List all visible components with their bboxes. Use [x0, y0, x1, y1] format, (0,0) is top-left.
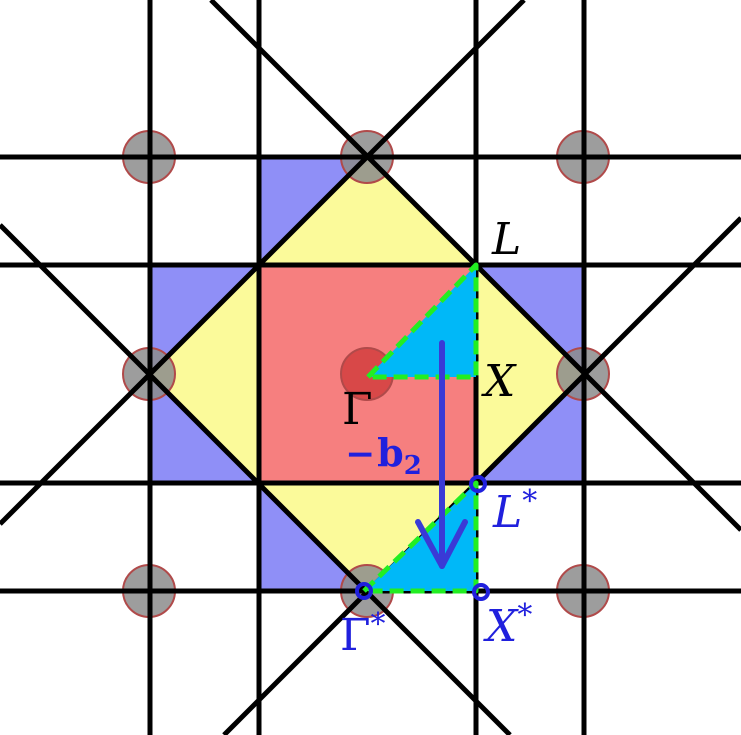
label-minus-b2: −b2	[345, 430, 422, 481]
X-star-letter: X	[483, 601, 519, 652]
translated-point-markers	[355, 475, 490, 601]
gamma-star-marker	[355, 582, 373, 600]
label-L: L	[491, 214, 521, 265]
X-star-asterisk: *	[517, 598, 532, 633]
Gamma-star-letter: Γ	[340, 610, 371, 661]
L-star-asterisk: *	[522, 484, 537, 519]
Gamma-star-asterisk: *	[371, 607, 386, 642]
label-Gamma-star: Γ*	[340, 607, 386, 661]
irreducible-wedge	[365, 262, 479, 380]
b-vector: b	[377, 430, 404, 475]
arrow-head	[415, 519, 468, 569]
l-star-marker	[469, 475, 487, 493]
translated-wedge	[361, 480, 479, 594]
translation-arrow-icon	[415, 340, 468, 569]
subscript-2: 2	[404, 451, 422, 481]
label-Gamma: Γ	[342, 384, 373, 435]
diagonal-line	[0, 0, 526, 526]
x-star-marker	[472, 583, 490, 601]
minus-sign: −	[345, 433, 375, 475]
L-star-letter: L	[492, 487, 522, 538]
label-X-star: X*	[483, 598, 532, 652]
label-L-star: L*	[492, 484, 537, 538]
diagonal-line	[0, 223, 512, 735]
label-X: X	[481, 356, 517, 407]
